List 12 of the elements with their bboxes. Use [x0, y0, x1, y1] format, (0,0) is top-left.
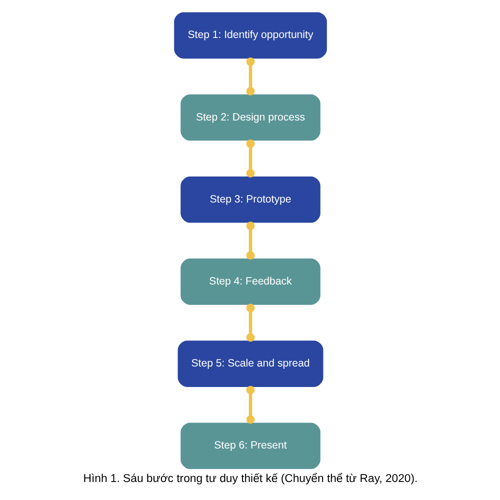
node-box: Step 2: Design process — [179, 94, 321, 142]
node-box: Step 6: Present — [179, 422, 321, 470]
connector — [246, 222, 254, 260]
node-box: Step 1: Identify opportunity — [172, 11, 328, 60]
connector — [246, 57, 254, 96]
connector — [246, 140, 254, 178]
connector — [246, 304, 254, 342]
caption: Hình 1. Sáu bước trong tư duy thiết kế (Chuyển thể từ Ray, 2020). — [82, 472, 418, 485]
node-box: Step 4: Feedback — [179, 258, 321, 306]
node-box: Step 3: Prototype — [179, 176, 321, 224]
node-box: Step 5: Scale and spread — [176, 340, 324, 388]
connector — [246, 386, 254, 424]
